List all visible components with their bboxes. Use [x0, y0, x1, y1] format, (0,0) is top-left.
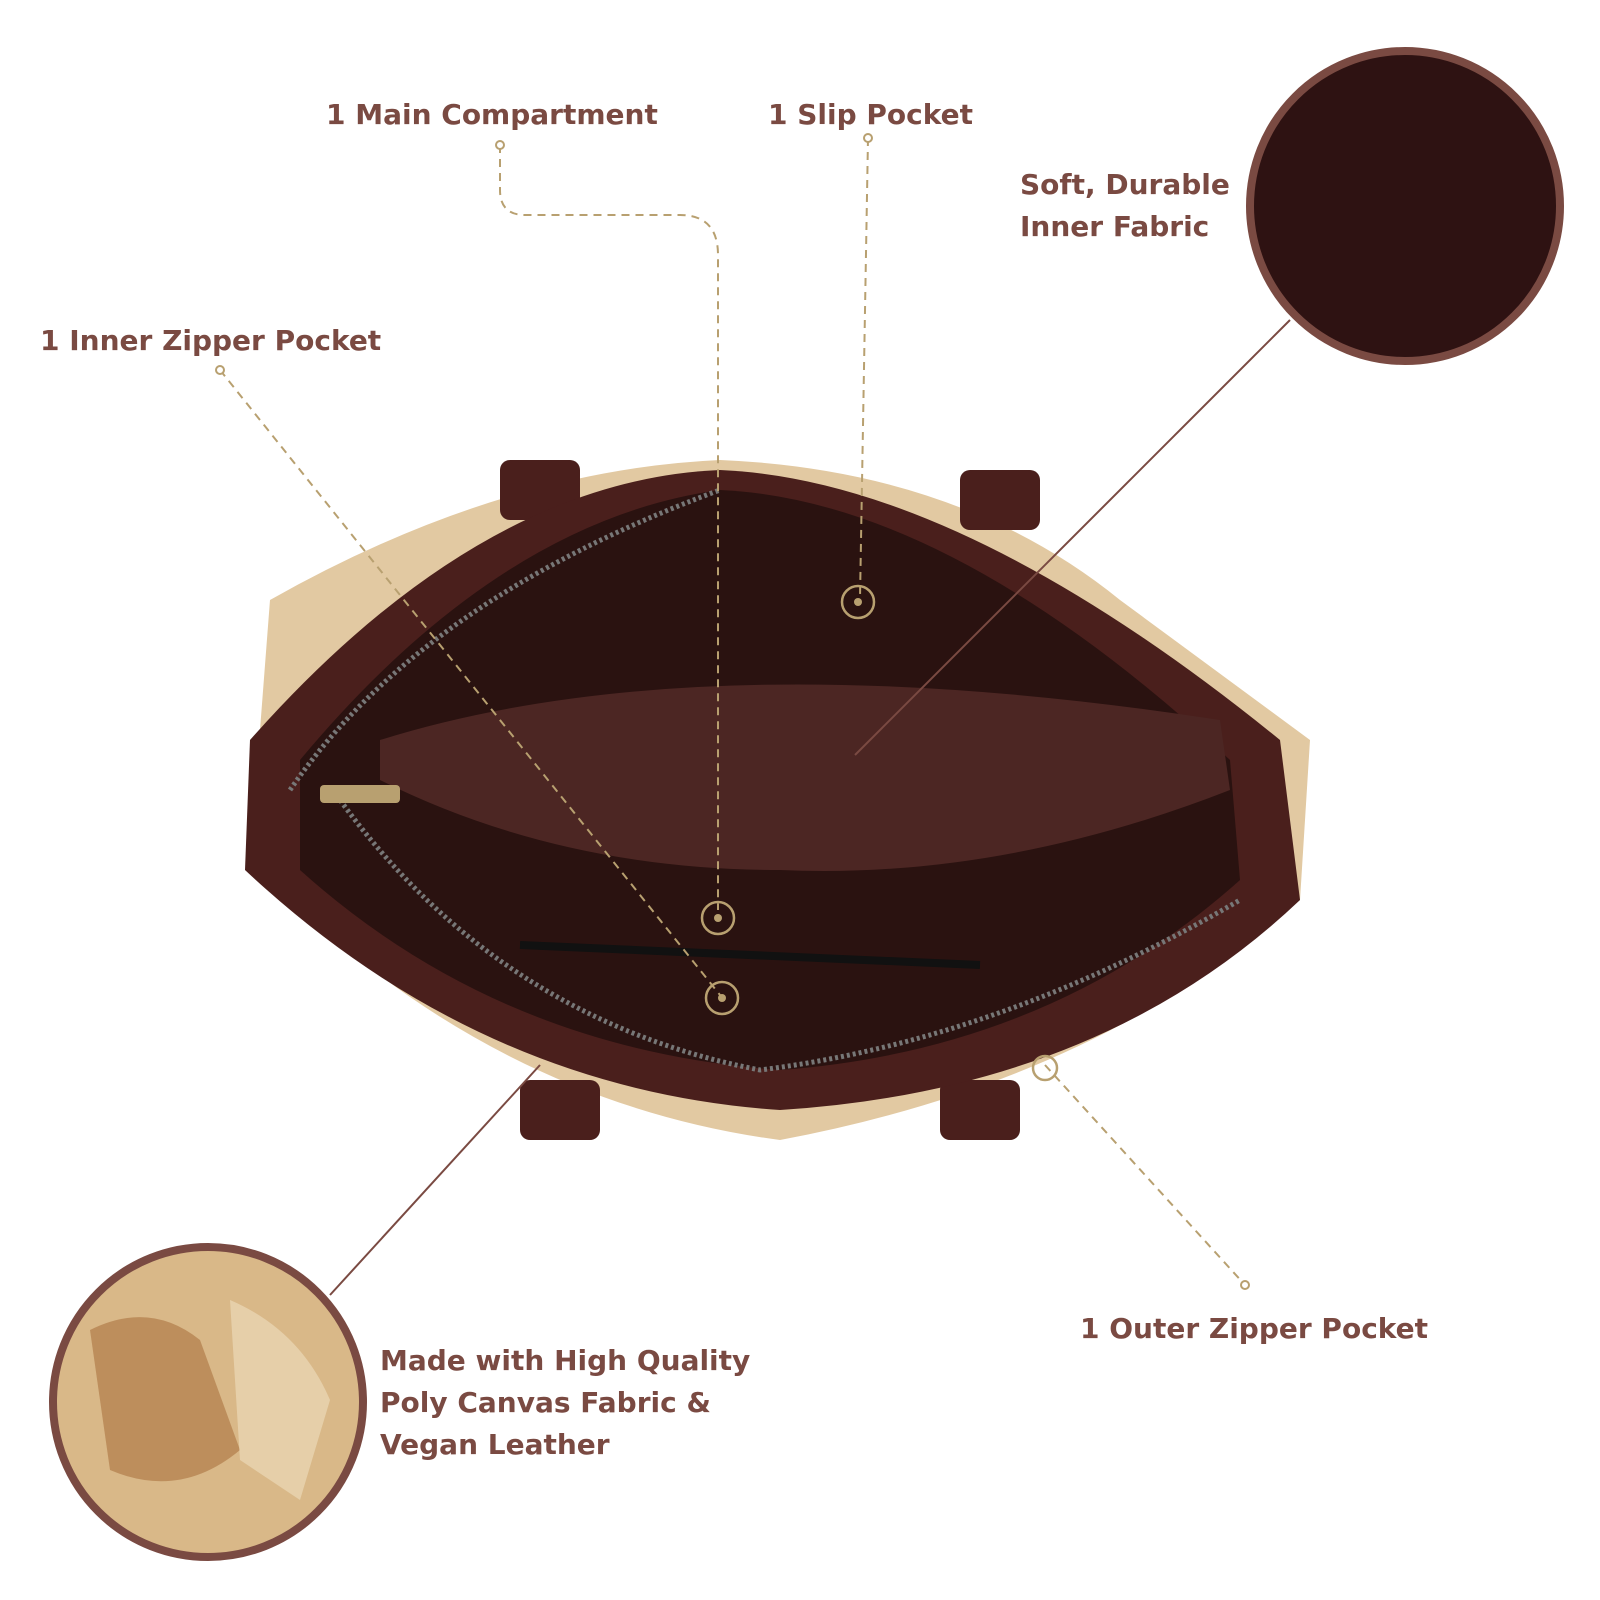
- label-line: Made with High Quality: [380, 1344, 751, 1377]
- handle-tab: [960, 470, 1040, 530]
- leader-material: [329, 1064, 541, 1296]
- label-slip-pocket: 1 Slip Pocket: [768, 98, 973, 131]
- handle-tab: [940, 1080, 1020, 1140]
- inner-fabric-closeup: [1246, 47, 1564, 365]
- label-line: Inner Fabric: [1020, 210, 1210, 243]
- main-zipper: [287, 487, 721, 792]
- zipper-pull: [320, 785, 400, 803]
- hotspot-main-compartment: [700, 900, 736, 936]
- hotspot-slip-pocket: [840, 584, 876, 620]
- label-material: Made with High Quality Poly Canvas Fabri…: [380, 1340, 750, 1466]
- leader-inner-zipper: [219, 369, 721, 996]
- slip-pocket-divider: [380, 684, 1230, 871]
- leader-inner-fabric: [854, 319, 1291, 756]
- label-inner-fabric: Soft, Durable Inner Fabric: [1020, 164, 1230, 248]
- label-inner-zipper: 1 Inner Zipper Pocket: [40, 324, 382, 357]
- hotspot-inner-zipper: [704, 980, 740, 1016]
- label-line: Soft, Durable: [1020, 168, 1230, 201]
- label-main-compartment: 1 Main Compartment: [326, 98, 658, 131]
- hotspot-outer-zipper: [1031, 1054, 1059, 1082]
- label-line: Vegan Leather: [380, 1428, 610, 1461]
- leader-slip-pocket: [859, 137, 869, 599]
- inner-zipper: [519, 941, 981, 969]
- handle-tab: [520, 1080, 600, 1140]
- main-zipper: [337, 798, 1242, 1073]
- leader-outer-zipper: [1044, 1064, 1246, 1286]
- leader-main-compartment: [499, 145, 719, 910]
- label-line: Poly Canvas Fabric &: [380, 1386, 711, 1419]
- label-outer-zipper: 1 Outer Zipper Pocket: [1080, 1312, 1429, 1345]
